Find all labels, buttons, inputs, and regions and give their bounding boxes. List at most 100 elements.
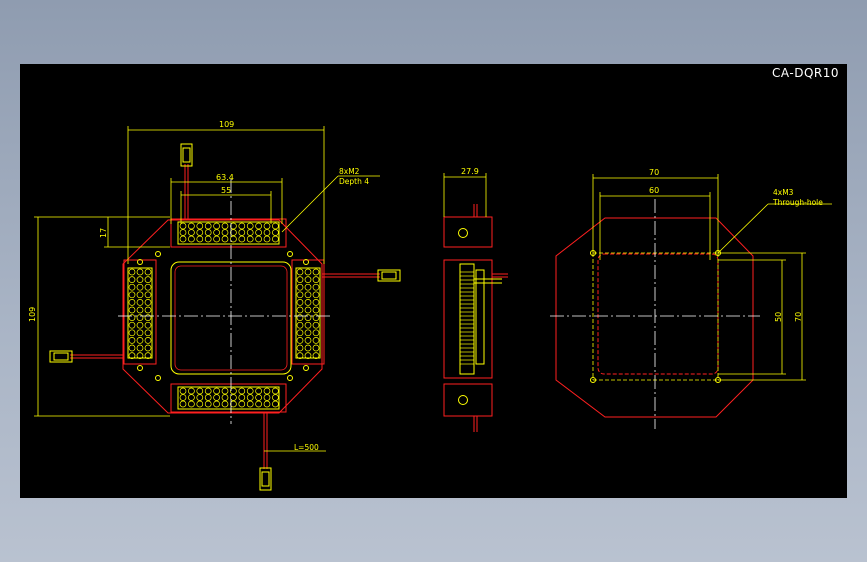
led-dot (255, 229, 262, 236)
led-dot (312, 352, 320, 359)
led-dot (213, 400, 220, 408)
led-dot (136, 291, 144, 299)
led-dot (128, 291, 136, 299)
drawing-svg: 109 63.4 55 17 109 8xM2 Depth 4 L=500 (28, 120, 832, 491)
led-dot (196, 394, 204, 401)
led-dot (255, 387, 262, 395)
led-dot (188, 400, 195, 408)
front-cables (70, 164, 380, 469)
led-dot (304, 321, 312, 329)
rear-dim-inner: 60 (649, 186, 659, 195)
led-dot (136, 299, 144, 306)
led-dot (128, 352, 136, 359)
led-dot (312, 337, 320, 344)
led-dot (136, 314, 144, 321)
rear-dim-outer: 70 (649, 168, 659, 177)
led-dot (136, 321, 144, 329)
led-dot (128, 329, 136, 337)
led-dot (213, 229, 220, 236)
led-dot (136, 329, 144, 337)
led-dot (196, 387, 204, 395)
led-dot (179, 222, 187, 230)
led-dot (246, 394, 254, 401)
led-dot (221, 229, 229, 236)
led-dot (296, 283, 304, 291)
led-dot (188, 394, 195, 401)
front-dimension-lines (34, 126, 380, 452)
cad-drawing-canvas[interactable]: CA-DQR10 (20, 64, 847, 498)
led-dot (263, 387, 271, 395)
led-dot (136, 344, 144, 352)
led-dot (136, 268, 144, 276)
led-dot (204, 235, 212, 243)
led-dot (296, 337, 304, 344)
led-dot (144, 306, 152, 314)
rear-octagon-outline (555, 217, 754, 418)
led-dot (128, 321, 136, 329)
front-dim-window: 55 (221, 186, 231, 195)
led-dot (204, 229, 212, 236)
led-dot (312, 283, 320, 291)
led-dot (296, 306, 304, 314)
led-dot (144, 314, 152, 321)
led-dot (238, 235, 246, 243)
led-dot (136, 283, 144, 291)
led-dot (188, 222, 195, 230)
side-view: 27.9 (443, 167, 508, 432)
led-dot (204, 394, 212, 401)
led-dot (304, 306, 312, 314)
led-module-left (123, 259, 157, 365)
led-dot (230, 229, 237, 236)
front-note-cable: L=500 (294, 443, 319, 452)
led-dot (255, 235, 262, 243)
rear-view: 70 60 50 70 4xM3 Through-hole (550, 168, 832, 429)
led-dot (272, 400, 279, 408)
led-dot (246, 400, 254, 408)
led-dot (204, 387, 212, 395)
led-dot (312, 268, 320, 276)
led-dot (188, 229, 195, 236)
rear-holes (590, 250, 721, 383)
led-dot (196, 222, 204, 230)
led-dot (238, 400, 246, 408)
led-dot (312, 276, 320, 283)
led-dot (196, 400, 204, 408)
led-dot (144, 337, 152, 344)
led-dot (246, 222, 254, 230)
led-dot (128, 314, 136, 321)
led-dot (272, 229, 279, 236)
led-dot (230, 394, 237, 401)
led-dot (296, 352, 304, 359)
rear-note-hole: 4xM3 (773, 188, 794, 197)
led-dot (188, 387, 195, 395)
led-dot (246, 229, 254, 236)
led-dot (296, 268, 304, 276)
led-dot (213, 394, 220, 401)
front-view: 109 63.4 55 17 109 8xM2 Depth 4 L=500 (28, 120, 401, 491)
led-dot (312, 321, 320, 329)
led-dot (246, 387, 254, 395)
led-module-bottom (170, 383, 287, 413)
led-dot (128, 344, 136, 352)
front-dim-pitch: 63.4 (216, 173, 234, 182)
led-dot (312, 329, 320, 337)
led-dot (296, 329, 304, 337)
led-dot (179, 229, 187, 236)
led-dot (144, 268, 152, 276)
led-dot (144, 352, 152, 359)
led-dot (304, 276, 312, 283)
rear-dim-vert-inner: 50 (774, 312, 783, 322)
led-dot (144, 344, 152, 352)
led-dot (263, 394, 271, 401)
led-dot (179, 394, 187, 401)
led-dot (144, 321, 152, 329)
rear-dim-vert-outer: 70 (794, 312, 803, 322)
side-dimension-lines (443, 173, 487, 217)
led-dot (312, 344, 320, 352)
led-dot (204, 222, 212, 230)
led-dot (296, 291, 304, 299)
led-dot (263, 222, 271, 230)
led-dot (128, 276, 136, 283)
front-note-thread: 8xM2 (339, 167, 360, 176)
rear-hole-pattern (592, 252, 719, 381)
